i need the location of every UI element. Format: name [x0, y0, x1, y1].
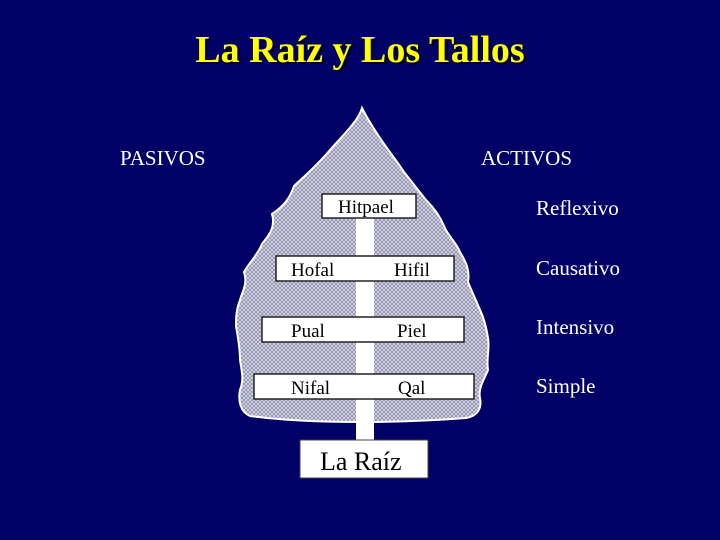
heading-passive: PASIVOS: [120, 146, 206, 170]
stem-label-pual: Pual: [291, 321, 325, 342]
root-label: La Raíz: [320, 447, 402, 476]
stem-box-hitpael: Hitpael: [321, 193, 417, 219]
stem-label-hitpael: Hitpael: [338, 197, 394, 218]
stem-label-qal: Qal: [398, 378, 425, 399]
stem-row-causative: Hofal Hifil: [275, 255, 455, 282]
stem-type-causative: Causativo: [536, 256, 620, 280]
stem-type-intensive: Intensivo: [536, 315, 615, 339]
heading-active: ACTIVOS: [481, 146, 573, 170]
stem-type-simple: Simple: [536, 374, 596, 398]
stem-type-reflexive: Reflexivo: [536, 196, 619, 220]
root-box: La Raíz: [299, 439, 429, 479]
stem-label-piel: Piel: [397, 321, 427, 342]
stem-row-intensive: Pual Piel: [261, 316, 465, 343]
stem-label-hifil: Hifil: [394, 260, 430, 281]
slide-title: La Raíz y Los Tallos: [195, 29, 525, 71]
stem-label-nifal: Nifal: [291, 378, 330, 399]
stem-label-hofal: Hofal: [291, 260, 334, 281]
stem-row-simple: Nifal Qal: [253, 373, 475, 400]
